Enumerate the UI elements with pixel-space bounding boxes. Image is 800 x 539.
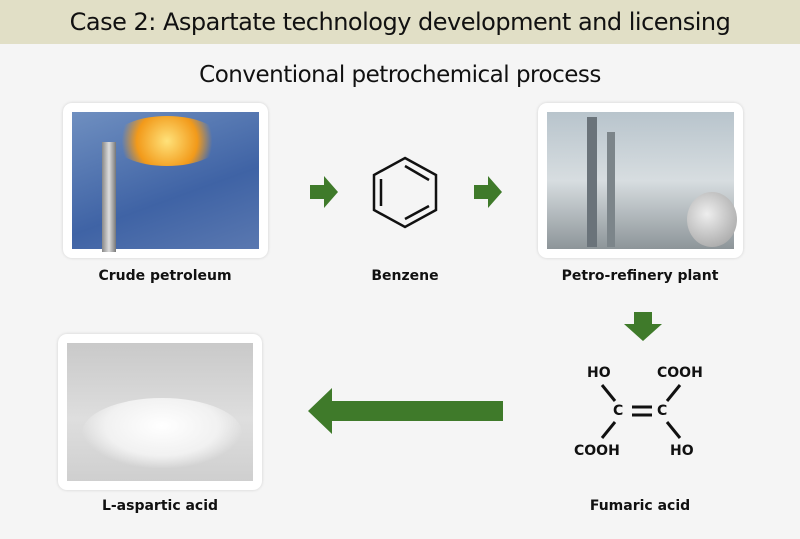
fumaric-c2: C <box>657 403 668 419</box>
benzene-ring-icon <box>372 156 438 229</box>
aspartic-acid-label: L-aspartic acid <box>101 498 219 514</box>
arrow-right-icon <box>474 176 502 208</box>
fumaric-bonds <box>600 384 682 439</box>
fumaric-cooh-bottom: COOH <box>574 443 620 459</box>
fumaric-c1: C <box>613 403 624 419</box>
fumaric-cooh-top: COOH <box>657 365 703 381</box>
arrow-down-icon <box>624 312 662 341</box>
fumaric-ho-top: HO <box>587 365 611 381</box>
refinery-plant-label: Petro-refinery plant <box>561 268 719 284</box>
refinery-plant-photo <box>538 103 743 258</box>
crude-petroleum-label: Crude petroleum <box>98 268 232 284</box>
benzene-label: Benzene <box>371 268 439 284</box>
arrow-right-icon <box>310 176 338 208</box>
process-title: Conventional petrochemical process <box>199 62 601 88</box>
crude-petroleum-photo <box>63 103 268 258</box>
slide-title: Case 2: Aspartate technology development… <box>0 0 800 44</box>
fumaric-acid-label: Fumaric acid <box>589 498 691 514</box>
fumaric-ho-bottom: HO <box>670 443 694 459</box>
aspartic-acid-photo <box>58 334 262 490</box>
arrow-left-icon <box>308 388 503 434</box>
